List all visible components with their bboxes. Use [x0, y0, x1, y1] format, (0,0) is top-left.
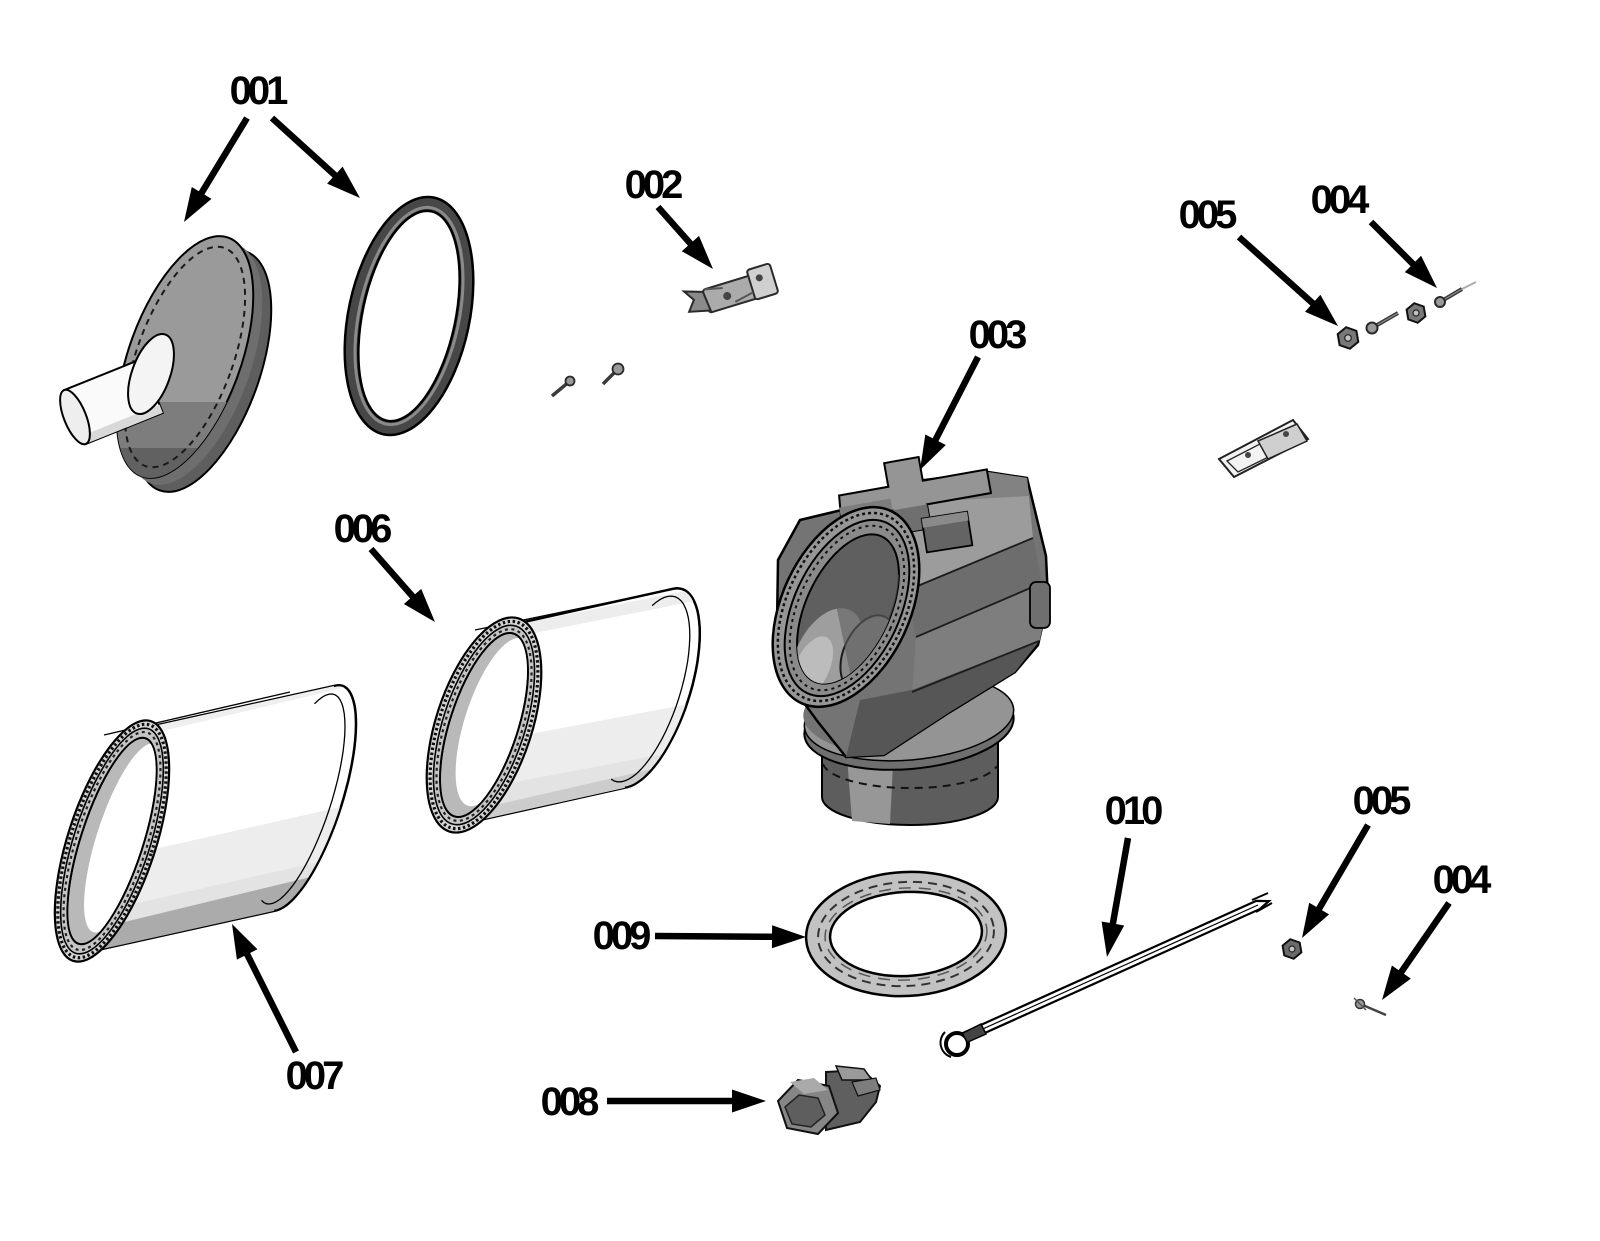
- svg-text:009: 009: [593, 914, 650, 958]
- svg-text:004: 004: [1311, 178, 1370, 222]
- svg-text:002: 002: [625, 163, 682, 207]
- svg-text:006: 006: [334, 507, 391, 551]
- svg-text:001: 001: [230, 69, 288, 113]
- svg-text:008: 008: [541, 1080, 599, 1124]
- svg-text:007: 007: [286, 1054, 343, 1098]
- svg-text:005: 005: [1179, 193, 1237, 237]
- svg-text:003: 003: [969, 313, 1026, 357]
- svg-text:005: 005: [1353, 779, 1411, 823]
- svg-text:010: 010: [1105, 789, 1162, 833]
- svg-text:004: 004: [1433, 858, 1492, 902]
